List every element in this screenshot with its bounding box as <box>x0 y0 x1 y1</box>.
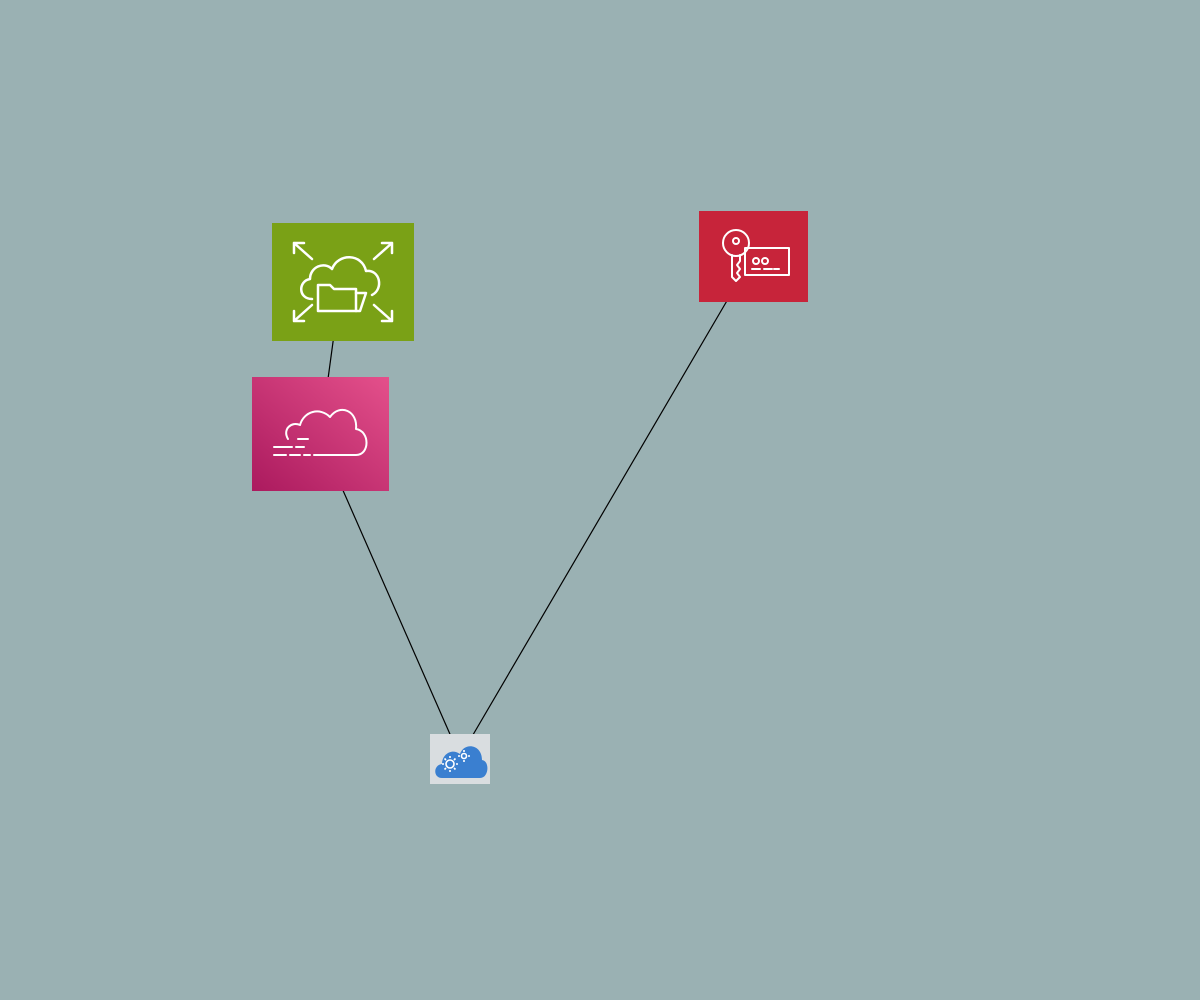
cloud-config-node[interactable] <box>430 734 490 784</box>
efs-node[interactable] <box>272 223 414 341</box>
cloud-gears-icon <box>430 734 490 784</box>
cloud-stream-icon <box>252 377 389 491</box>
cloud-stream-node[interactable] <box>252 377 389 491</box>
acm-node[interactable] <box>699 211 808 302</box>
certificate-manager-icon <box>699 211 808 302</box>
edge-acm-to-config[interactable] <box>459 257 753 758</box>
efs-elastic-file-system-icon <box>272 223 414 341</box>
